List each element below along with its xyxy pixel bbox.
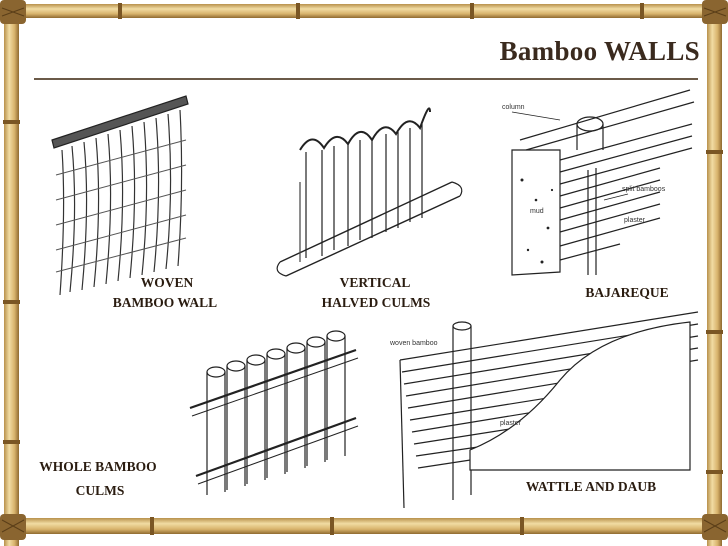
vertical-label-line1: VERTICAL [339,275,411,290]
whole-culms-illustration [189,330,359,495]
wattle-woven-label: woven bamboo [390,340,438,347]
wattle-plaster-label: plaster [500,420,522,427]
whole-label-line2: CULMS [75,483,125,498]
bajareque-column-label: column [502,104,525,111]
woven-label-line1: WOVEN [140,275,194,290]
slide-title: Bamboo WALLS [499,36,700,66]
woven-label-line2: BAMBOO WALL [112,295,218,310]
bajareque-mud-label: mud [530,208,544,215]
bajareque-illustration [511,89,695,276]
wattle-label: WATTLE AND DAUB [525,479,657,494]
bajareque-plaster-label: plaster [624,217,646,224]
wattle-daub-illustration [399,311,699,509]
bajareque-label: BAJAREQUE [585,285,669,300]
title-rule [34,78,698,80]
woven-wall-illustration [51,95,189,296]
whole-label-line1: WHOLE BAMBOO [39,459,157,474]
halved-culms-illustration [276,107,463,277]
bajareque-split-label: split bamboos [622,186,666,193]
vertical-label-line2: HALVED CULMS [321,295,431,310]
